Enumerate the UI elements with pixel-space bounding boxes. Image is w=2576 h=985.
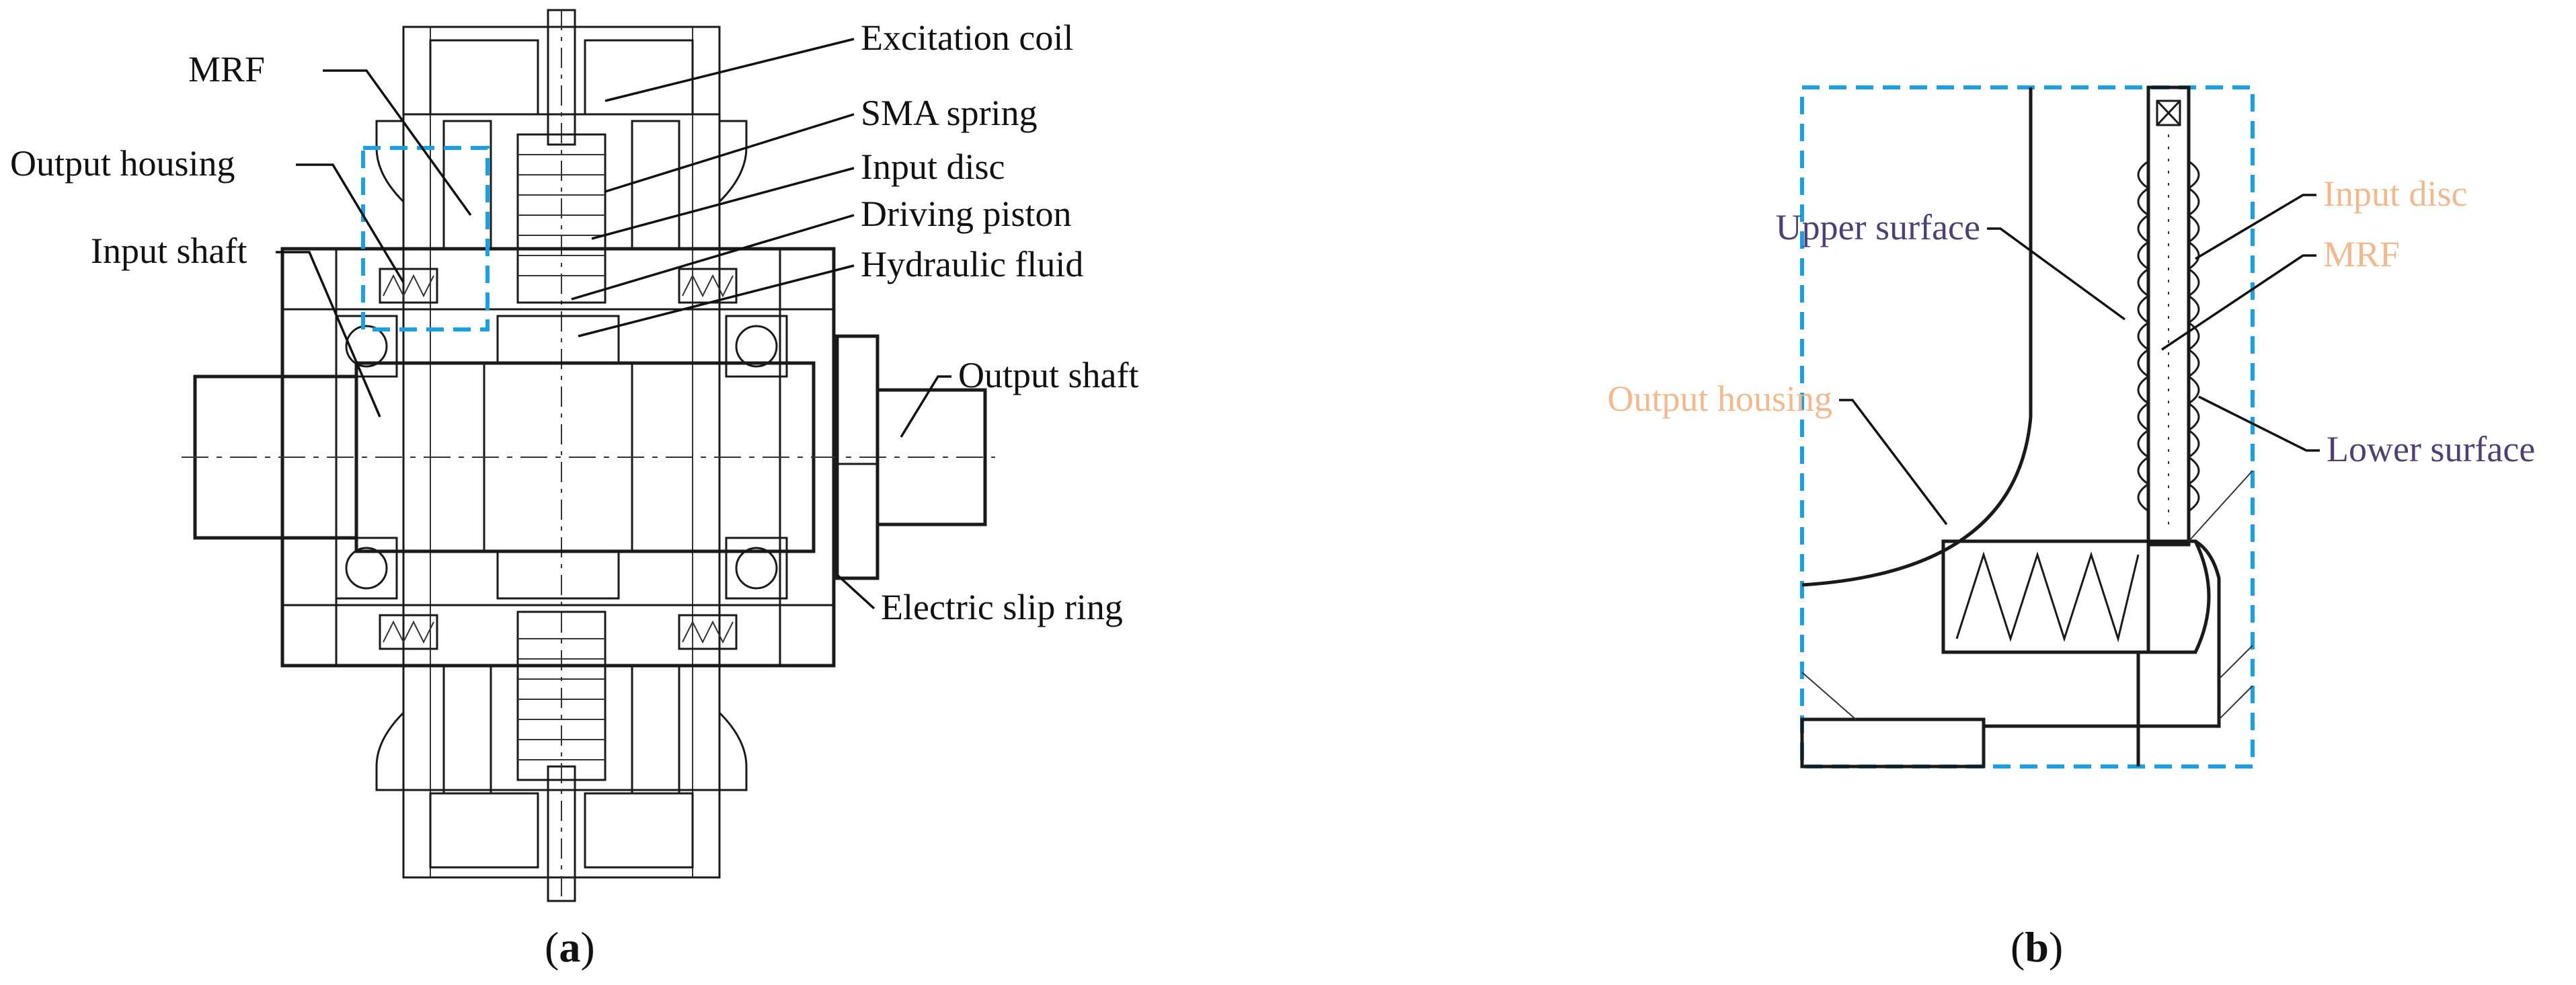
label-electric-slip-ring: Electric slip ring [881, 587, 1123, 627]
label-upper-surface: Upper surface [1776, 207, 1980, 247]
caption-b: (b) [2011, 923, 2063, 971]
panel-b-leaders [1839, 194, 2320, 526]
label-input-disc-a: Input disc [861, 147, 1005, 187]
label-mrf-b: MRF [2323, 234, 2400, 274]
label-output-shaft: Output shaft [958, 355, 1138, 395]
label-mrf-a: MRF [188, 49, 265, 89]
panel-b-labels: Upper surface Lower surface Input disc M… [1607, 173, 2535, 971]
label-input-disc-b: Input disc [2323, 173, 2467, 214]
label-sma-spring: SMA spring [861, 93, 1038, 133]
label-driving-piston: Driving piston [861, 194, 1072, 234]
detail-view [1800, 85, 2255, 769]
label-hydraulic-fluid: Hydraulic fluid [861, 244, 1083, 284]
caption-a: (a) [545, 923, 595, 971]
label-excitation-coil: Excitation coil [861, 17, 1073, 58]
panel-a-labels: Excitation coil SMA spring Input disc Dr… [10, 17, 1138, 971]
panel-a-leaders [276, 38, 951, 610]
label-output-housing-a: Output housing [10, 143, 235, 184]
label-output-housing-b: Output housing [1607, 379, 1832, 419]
clutch-cross-section [182, 9, 995, 902]
label-input-shaft: Input shaft [91, 231, 247, 271]
label-lower-surface: Lower surface [2327, 429, 2535, 469]
